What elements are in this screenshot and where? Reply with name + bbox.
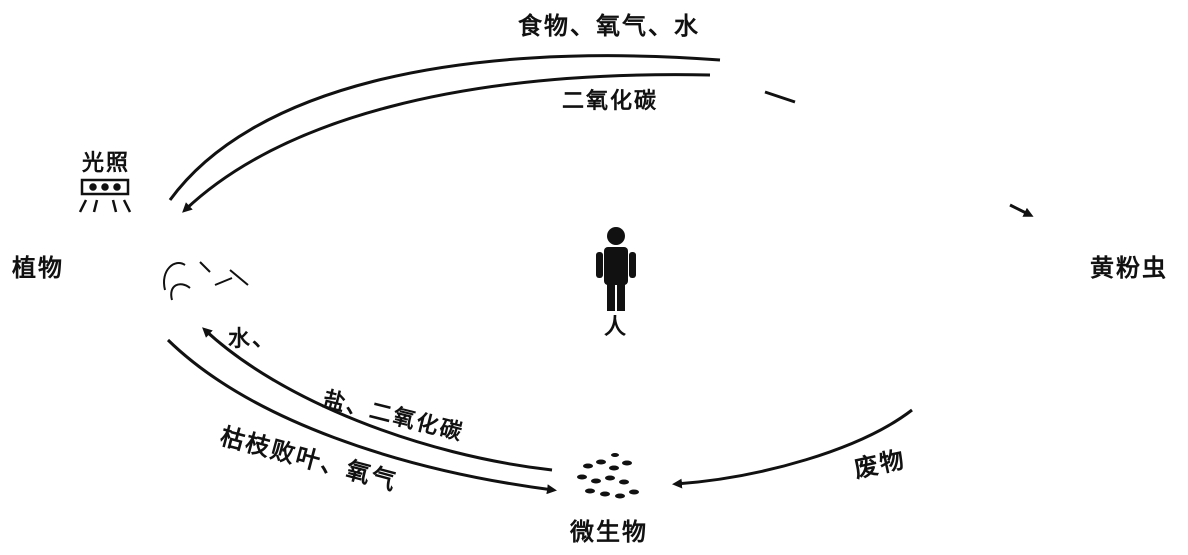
arrow-to-mealworm [1009, 203, 1034, 217]
arrow-branches-oxygen [166, 338, 557, 495]
arrow-waste [672, 408, 913, 489]
microbe-dots-icon [577, 453, 639, 499]
edge-food-oxygen-water: 食物、氧气、水 [518, 11, 700, 40]
node-human: 人 [604, 314, 629, 340]
person-icon [596, 227, 636, 311]
arrow-food-oxygen-water [168, 54, 721, 201]
arc-fragment-top-right [764, 90, 796, 104]
node-plant: 植物 [12, 253, 64, 282]
edge-water: 水、 [228, 326, 277, 352]
edge-co2-top: 二氧化碳 [562, 88, 659, 114]
arrow-water-salt-co2 [202, 327, 553, 472]
arrow-co2-to-plant [182, 73, 711, 213]
lamp-icon [78, 178, 132, 213]
node-microbe: 微生物 [570, 517, 648, 546]
node-mealworm: 黄粉虫 [1090, 253, 1168, 282]
plant-sketch-icon [163, 261, 249, 301]
node-light: 光照 [82, 150, 131, 176]
